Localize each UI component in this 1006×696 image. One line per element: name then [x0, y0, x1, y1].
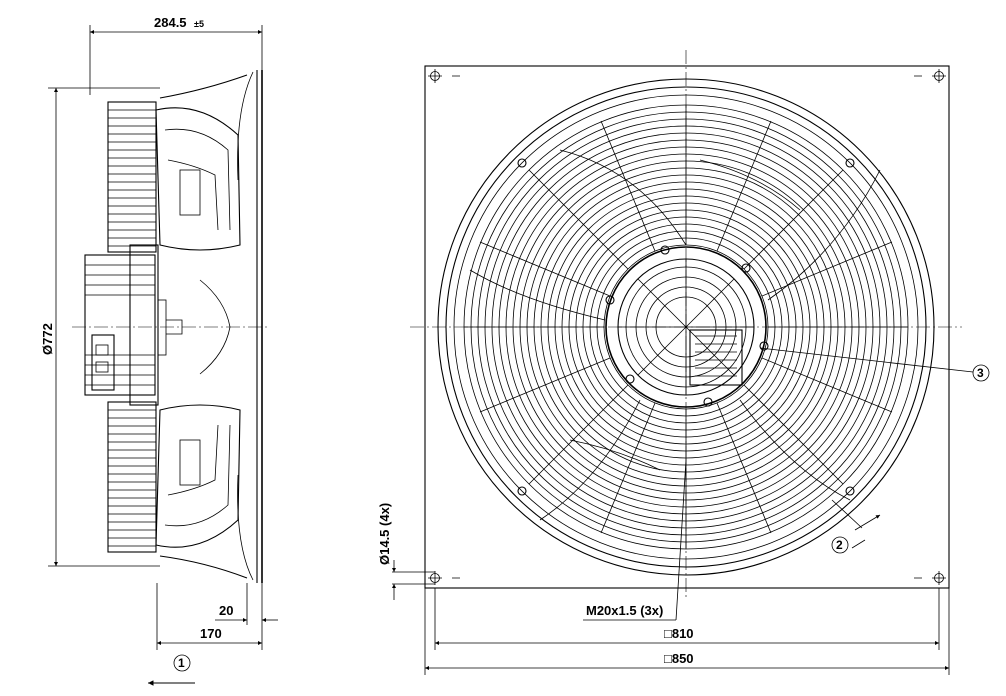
airflow-callout: 1: [148, 654, 195, 686]
svg-text:3: 3: [977, 366, 984, 380]
depth-dimension: 284.5: [154, 15, 187, 30]
svg-text:2: 2: [836, 538, 843, 552]
inner-square-dimension: □810: [664, 626, 694, 641]
motor-side: [84, 244, 183, 406]
offset-dimension: 20: [219, 603, 233, 618]
diameter-dimension: Ø772: [40, 323, 55, 355]
motor-hub: [605, 245, 769, 408]
mount-dimension: 170: [200, 626, 222, 641]
depth-tolerance: ±5: [194, 19, 204, 29]
callout-guard: 3: [759, 347, 990, 382]
svg-text:1: 1: [178, 656, 185, 670]
callout-clearance: 2: [831, 499, 881, 554]
side-view: 284.5 ±5 Ø772 20 170 1: [40, 15, 278, 686]
impeller-side: [155, 107, 241, 548]
corner-holes: [428, 69, 946, 585]
thread-label: M20x1.5 (3x): [586, 603, 663, 618]
cooling-fins: [107, 101, 157, 553]
front-view: Ø14.5 (4x) M20x1.5 (3x) □810 □850 3 2: [377, 50, 990, 675]
hole-dimension: Ø14.5 (4x): [377, 503, 392, 565]
outer-square-dimension: □850: [664, 651, 694, 666]
fan-guard: [463, 104, 909, 550]
impeller-front: [469, 149, 881, 521]
